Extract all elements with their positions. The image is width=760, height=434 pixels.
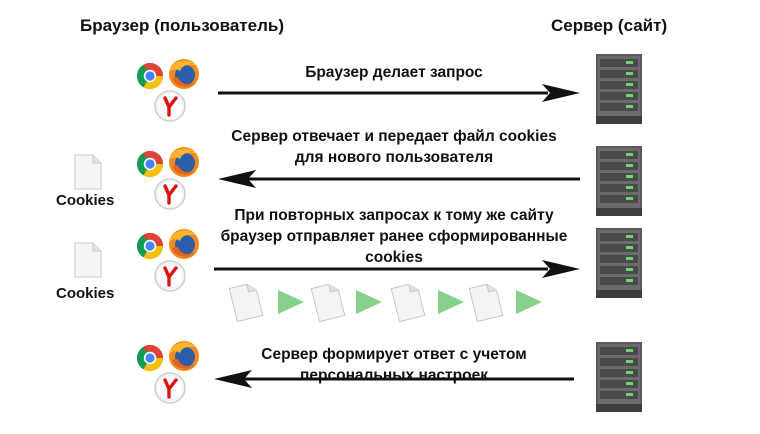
cookie-document-icon xyxy=(74,154,102,190)
step-2-message: Сервер отвечает и передает файл cookies … xyxy=(204,126,584,168)
chrome-icon xyxy=(136,344,163,372)
firefox-icon xyxy=(169,59,199,89)
cookies-label: Cookies xyxy=(56,192,115,209)
response-arrow-left xyxy=(218,170,580,188)
firefox-icon xyxy=(169,147,199,177)
browser-icons-row-2 xyxy=(136,147,199,211)
cookie-flow-document-icon xyxy=(228,282,264,322)
yandex-browser-icon xyxy=(153,371,187,405)
chrome-icon xyxy=(136,232,163,260)
personal-response-arrow-left xyxy=(214,370,574,388)
browser-header: Браузер (пользователь) xyxy=(80,16,284,35)
cookie-document-icon xyxy=(74,242,102,278)
browser-icons-row-3 xyxy=(136,229,199,293)
message-line: Браузер делает запрос xyxy=(305,64,483,81)
play-triangle-icon xyxy=(356,290,382,314)
cookie-flow-document-icon xyxy=(468,282,504,322)
yandex-browser-icon xyxy=(153,259,187,293)
cookie-flow-document-icon xyxy=(310,282,346,322)
message-line: для нового пользователя xyxy=(294,149,494,166)
yandex-browser-icon xyxy=(153,89,187,123)
step-3-message: При повторных запросах к тому же сайту б… xyxy=(204,205,584,268)
play-triangle-icon xyxy=(438,290,464,314)
cookies-label: Cookies xyxy=(56,285,115,302)
server-icon xyxy=(596,342,642,412)
browser-icons-row-4 xyxy=(136,341,199,405)
message-line: cookies xyxy=(365,249,423,266)
message-line: Сервер формирует ответ с учетом xyxy=(261,346,527,363)
browser-icons-row-1 xyxy=(136,59,199,123)
request-arrow-right xyxy=(218,84,580,102)
server-icon xyxy=(596,228,642,298)
server-icon xyxy=(596,54,642,124)
message-line: При повторных запросах к тому же сайту xyxy=(234,207,554,224)
server-icon xyxy=(596,146,642,216)
yandex-browser-icon xyxy=(153,177,187,211)
step-1-message: Браузер делает запрос xyxy=(204,62,584,83)
firefox-icon xyxy=(169,229,199,259)
cookie-flow-document-icon xyxy=(390,282,426,322)
repeat-request-arrow-right xyxy=(214,260,580,278)
server-header: Сервер (сайт) xyxy=(551,16,668,35)
play-triangle-icon xyxy=(278,290,304,314)
play-triangle-icon xyxy=(516,290,542,314)
message-line: Сервер отвечает и передает файл cookies xyxy=(231,128,557,145)
message-line: браузер отправляет ранее сформированные xyxy=(220,228,568,245)
chrome-icon xyxy=(136,150,163,178)
firefox-icon xyxy=(169,341,199,371)
chrome-icon xyxy=(136,62,163,90)
